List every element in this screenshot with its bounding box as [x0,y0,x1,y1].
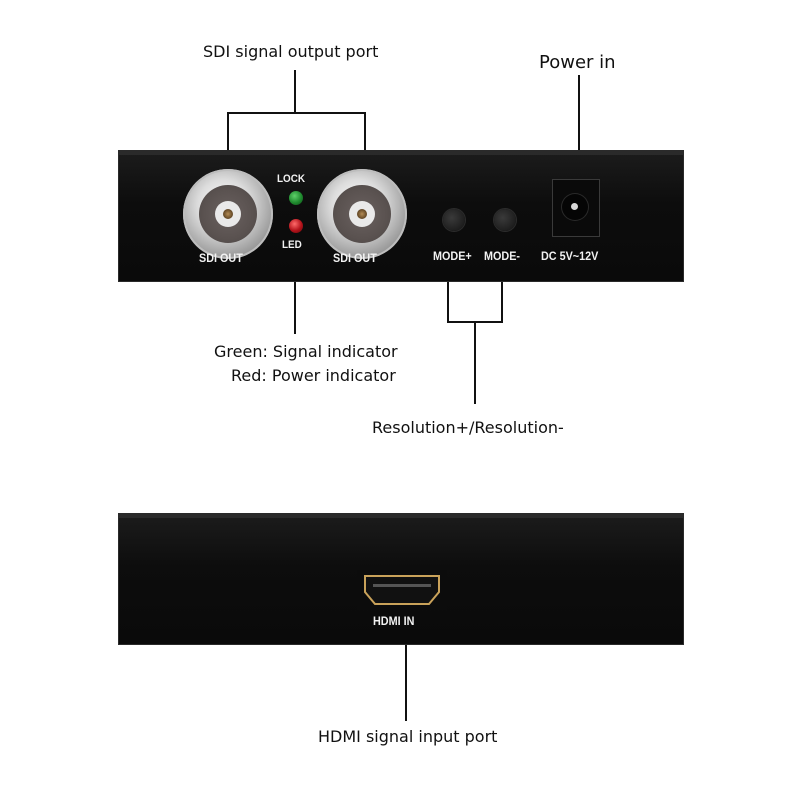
mode-minus-button[interactable] [494,209,516,231]
led-label: LED [282,239,302,251]
green-led-icon [289,191,303,205]
sdi-bracket-left [227,112,229,150]
mode-minus-label: MODE- [484,249,520,263]
mode-plus-label: MODE+ [433,249,472,263]
mode-plus-button[interactable] [443,209,465,231]
front-panel: SDI OUT LOCK LED SDI OUT MODE+ MODE- DC … [118,150,684,282]
sdi-bracket-right [364,112,366,150]
resolution-callout: Resolution+/Resolution- [372,418,564,437]
dc-voltage-label: DC 5V~12V [541,249,599,263]
lock-label: LOCK [277,173,306,185]
sdi-out-left-label: SDI OUT [199,251,243,265]
sdi-bracket-top [227,112,366,114]
rear-panel: HDMI IN [118,513,684,645]
red-led-icon [289,219,303,233]
mode-callout-stem [474,322,476,404]
sdi-callout-stem [294,70,296,114]
led-red-callout: Red: Power indicator [231,366,396,385]
bnc-connector-icon[interactable] [317,169,407,259]
dc-power-jack-icon[interactable] [552,179,600,237]
power-callout-stem [578,75,580,150]
led-callout-stem [294,282,296,334]
sdi-output-callout: SDI signal output port [203,42,379,61]
power-in-callout: Power in [539,52,616,73]
hdmi-port-icon[interactable] [357,570,447,610]
sdi-out-right-label: SDI OUT [333,251,377,265]
hdmi-input-callout: HDMI signal input port [318,727,498,746]
hdmi-callout-stem [405,645,407,721]
bnc-connector-icon[interactable] [183,169,273,259]
mode-bracket-left [447,282,449,322]
led-green-callout: Green: Signal indicator [214,342,398,361]
mode-bracket-right [501,282,503,322]
hdmi-in-label: HDMI IN [373,614,415,628]
